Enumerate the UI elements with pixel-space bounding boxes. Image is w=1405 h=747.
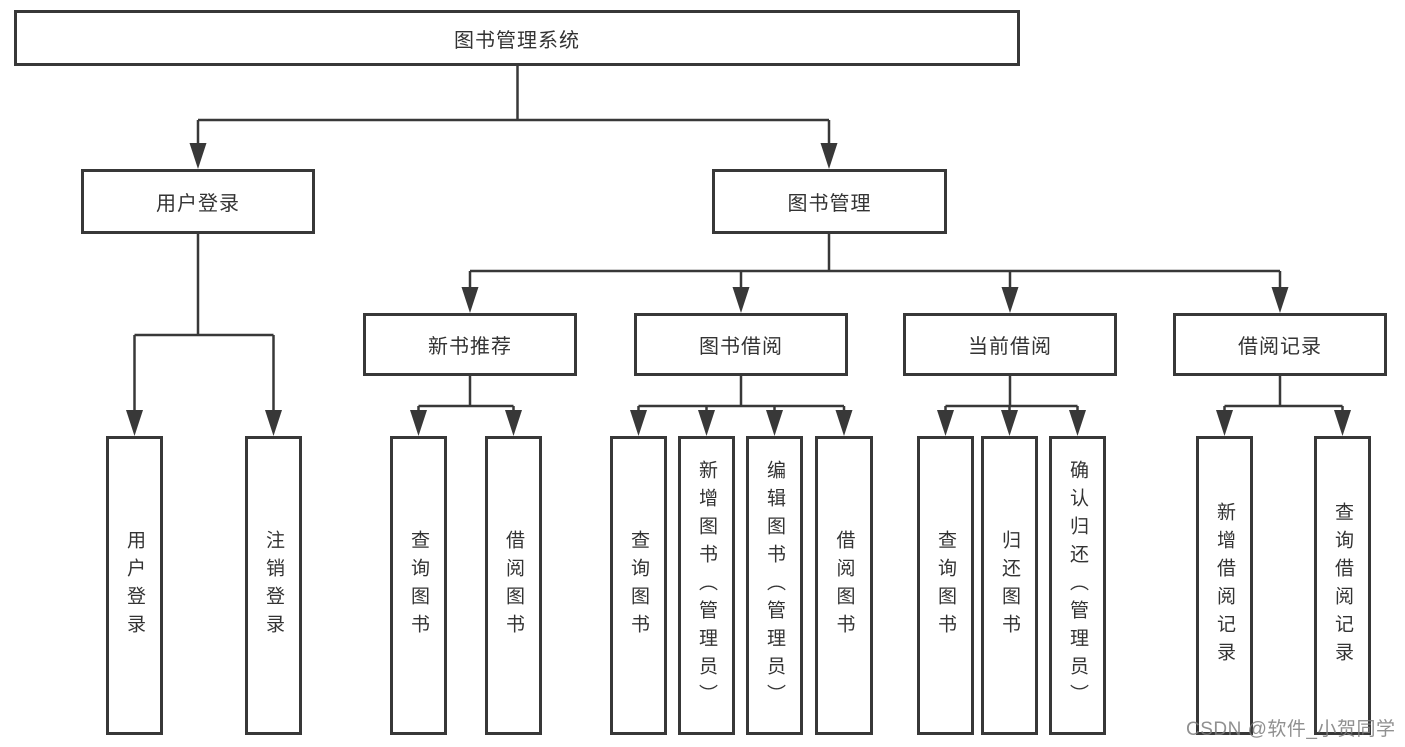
- leaf-query-books-borrowing-label: 查询图书: [628, 529, 649, 642]
- node-borrowing-records-label: 借阅记录: [1238, 336, 1322, 358]
- node-borrowing-records: 借阅记录: [1173, 313, 1387, 376]
- leaf-confirm-return-admin: 确认归还（管理员）: [1049, 436, 1106, 735]
- leaf-add-borrow-record: 新增借阅记录: [1196, 436, 1253, 735]
- leaf-edit-book-admin: 编辑图书（管理员）: [746, 436, 803, 735]
- node-book-borrowing-label: 图书借阅: [699, 336, 783, 358]
- leaf-add-book-admin-label: 新增图书（管理员）: [696, 459, 717, 712]
- leaf-borrow-books-recommend-label: 借阅图书: [503, 529, 524, 642]
- node-book-management-label: 图书管理: [787, 193, 872, 215]
- leaf-borrow-books-recommend: 借阅图书: [485, 436, 542, 735]
- leaf-user-login-label: 用户登录: [124, 529, 145, 642]
- node-root-library-system: 图书管理系统: [14, 10, 1020, 66]
- leaf-confirm-return-admin-label: 确认归还（管理员）: [1067, 459, 1088, 712]
- leaf-query-books-borrowing: 查询图书: [610, 436, 667, 735]
- leaf-query-borrow-record-label: 查询借阅记录: [1332, 501, 1353, 670]
- leaf-add-borrow-record-label: 新增借阅记录: [1214, 501, 1235, 670]
- leaf-query-books-recommend: 查询图书: [390, 436, 447, 735]
- csdn-watermark: CSDN @软件_小贺同学: [1186, 719, 1396, 740]
- node-new-book-recommend: 新书推荐: [363, 313, 577, 376]
- node-root-label: 图书管理系统: [454, 29, 580, 52]
- node-book-borrowing: 图书借阅: [634, 313, 848, 376]
- node-user-login-label: 用户登录: [156, 193, 240, 215]
- leaf-logout-label: 注销登录: [263, 529, 284, 642]
- leaf-return-book: 归还图书: [981, 436, 1038, 735]
- leaf-edit-book-admin-label: 编辑图书（管理员）: [764, 459, 785, 712]
- leaf-query-books-current-label: 查询图书: [935, 529, 956, 642]
- leaf-borrow-books-borrowing-label: 借阅图书: [833, 529, 855, 642]
- leaf-query-borrow-record: 查询借阅记录: [1314, 436, 1371, 735]
- node-current-borrowing-label: 当前借阅: [968, 336, 1052, 358]
- leaf-return-book-label: 归还图书: [999, 529, 1020, 642]
- node-current-borrowing: 当前借阅: [903, 313, 1117, 376]
- leaf-user-login: 用户登录: [106, 436, 163, 735]
- leaf-add-book-admin: 新增图书（管理员）: [678, 436, 735, 735]
- leaf-query-books-recommend-label: 查询图书: [408, 529, 429, 642]
- leaf-query-books-current: 查询图书: [917, 436, 974, 735]
- node-new-book-recommend-label: 新书推荐: [428, 336, 512, 358]
- arrowhead-icons: [126, 143, 1351, 436]
- node-book-management: 图书管理: [712, 169, 947, 234]
- leaf-logout: 注销登录: [245, 436, 302, 735]
- node-user-login: 用户登录: [81, 169, 315, 234]
- leaf-borrow-books-borrowing: 借阅图书: [815, 436, 873, 735]
